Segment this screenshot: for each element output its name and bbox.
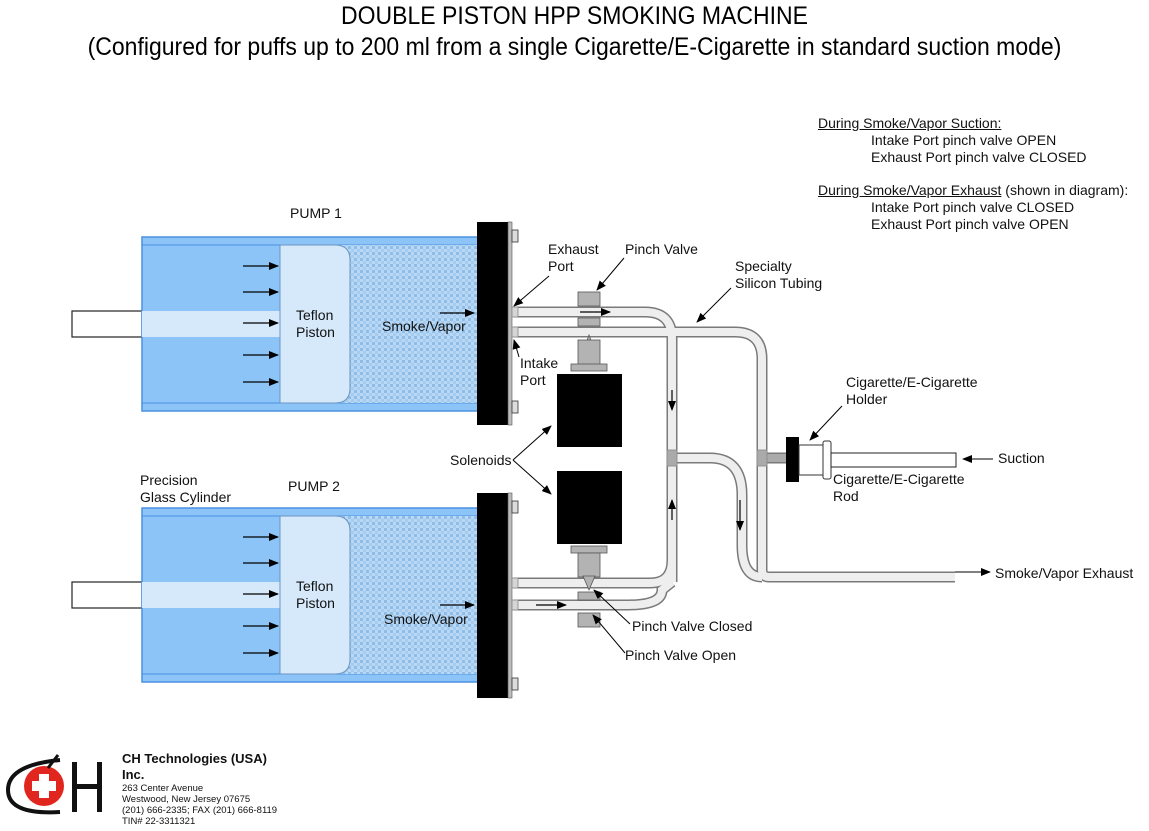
leader-arrows bbox=[512, 257, 993, 654]
rod-inside bbox=[142, 582, 282, 608]
pinch-valve-closed-label: Pinch Valve Closed bbox=[632, 618, 753, 634]
bolt bbox=[511, 400, 519, 414]
exhaust-item: Exhaust Port pinch valve OPEN bbox=[871, 216, 1069, 232]
exhaust-item: Intake Port pinch valve CLOSED bbox=[871, 199, 1075, 215]
suction-heading: During Smoke/Vapor Suction: bbox=[818, 115, 1002, 131]
exhaust-heading-suffix: (shown in diagram): bbox=[1001, 182, 1129, 198]
teflon-piston bbox=[279, 244, 351, 404]
pump-2-label: PUMP 2 bbox=[288, 478, 340, 494]
push-arrows bbox=[243, 262, 475, 386]
company-tin: TIN# 22-3311321 bbox=[122, 816, 196, 827]
bolt bbox=[511, 677, 519, 691]
smoke-chamber bbox=[340, 516, 478, 674]
exhaust-port-label: Exhaust Port bbox=[548, 241, 599, 274]
company-name-suffix: Inc. bbox=[122, 767, 145, 782]
company-info: CH Technologies (USA) Inc. 263 Center Av… bbox=[122, 751, 277, 827]
piston-rod bbox=[71, 581, 143, 609]
company-logo bbox=[5, 754, 102, 815]
suction-label: Suction bbox=[998, 450, 1045, 466]
bolt bbox=[511, 229, 519, 243]
pump-1 bbox=[71, 221, 519, 426]
teflon-piston-1-label: Teflon Piston bbox=[296, 307, 335, 340]
pinch-valve-open-label: Pinch Valve Open bbox=[625, 647, 737, 663]
pump-2 bbox=[71, 492, 519, 699]
pinch-valve-label: Pinch Valve bbox=[625, 241, 698, 257]
teflon-piston bbox=[279, 515, 351, 675]
solenoid-2 bbox=[557, 471, 622, 544]
solenoid-1 bbox=[557, 374, 622, 447]
pump-1-label: PUMP 1 bbox=[290, 205, 342, 221]
teflon-piston-2-label: Teflon Piston bbox=[296, 578, 335, 611]
tube-connectors bbox=[511, 306, 768, 611]
cigarette-holder bbox=[786, 437, 832, 482]
smoke-vapor-1-label: Smoke/Vapor bbox=[382, 318, 466, 334]
smoke-vapor-exhaust-label: Smoke/Vapor Exhaust bbox=[995, 565, 1134, 581]
end-cap bbox=[477, 222, 510, 425]
rod-inside bbox=[142, 311, 282, 337]
company-name: CH Technologies (USA) bbox=[122, 751, 267, 766]
diagram-title: DOUBLE PISTON HPP SMOKING MACHINE bbox=[341, 2, 808, 30]
suction-item: Exhaust Port pinch valve CLOSED bbox=[871, 149, 1087, 165]
company-city: Westwood, New Jersey 07675 bbox=[122, 794, 251, 805]
precision-cylinder-label: Precision Glass Cylinder bbox=[140, 472, 232, 505]
piston-rod bbox=[71, 310, 143, 338]
specialty-tubing-label: Specialty Silicon Tubing bbox=[735, 258, 823, 291]
company-phone: (201) 666-2335; FAX (201) 666-8119 bbox=[122, 805, 278, 816]
cigarette-holder-label: Cigarette/E-Cigarette Holder bbox=[846, 374, 978, 407]
diagram-subtitle: (Configured for puffs up to 200 ml from … bbox=[87, 33, 1062, 61]
end-cap bbox=[477, 493, 510, 698]
bolt bbox=[511, 500, 519, 514]
exhaust-heading: During Smoke/Vapor Exhaust bbox=[818, 182, 1002, 198]
cigarette-rod bbox=[830, 452, 957, 468]
solenoids-label: Solenoids bbox=[450, 452, 512, 468]
push-arrows bbox=[243, 533, 475, 657]
flow-arrows bbox=[536, 308, 744, 609]
smoke-vapor-2-label: Smoke/Vapor bbox=[384, 611, 468, 627]
intake-port-label: Intake Port bbox=[520, 355, 559, 388]
cigarette-rod-label: Cigarette/E-Cigarette Rod bbox=[833, 471, 965, 504]
valve-state-legend: During Smoke/Vapor Suction: Intake Port … bbox=[818, 115, 1128, 233]
pinch-valve-1 bbox=[570, 291, 608, 372]
pinch-valve-2 bbox=[570, 545, 608, 628]
suction-item: Intake Port pinch valve OPEN bbox=[871, 132, 1057, 148]
company-address: 263 Center Avenue bbox=[122, 783, 204, 794]
smoke-chamber bbox=[340, 245, 478, 403]
